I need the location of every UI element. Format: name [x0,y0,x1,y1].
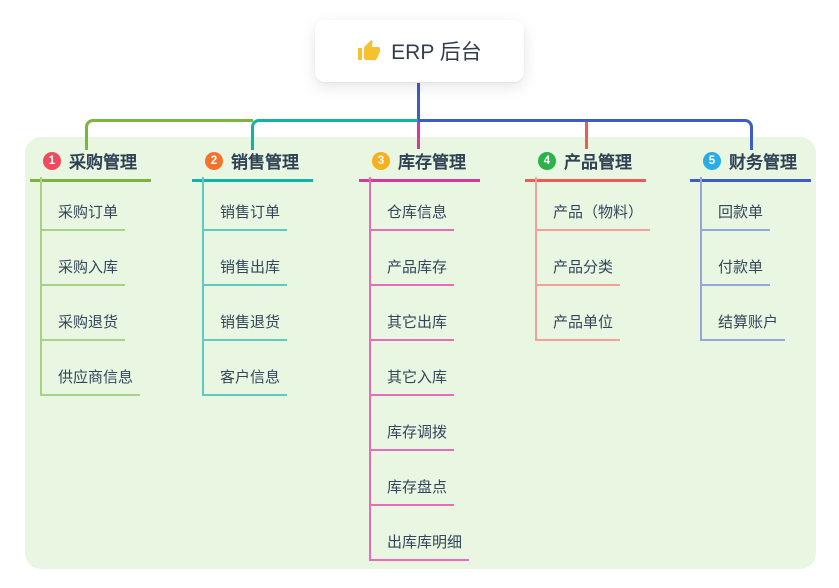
child-node[interactable]: 销售退货 [202,306,288,341]
branch-number-badge: 1 [43,151,61,170]
child-node[interactable]: 产品库存 [369,251,455,286]
child-node[interactable]: 供应商信息 [40,361,141,396]
child-node[interactable]: 出库库明细 [369,526,470,561]
branch-2: 2 销售管理销售订单销售出库销售退货客户信息 [192,148,313,396]
branch-number-badge: 4 [538,151,556,170]
child-node[interactable]: 结算账户 [700,306,786,341]
child-node[interactable]: 回款单 [700,196,771,231]
branch-connector-line-1 [85,119,253,150]
branch-label: 财务管理 [729,153,797,172]
thumbs-up-icon [358,40,381,60]
branch-children-connector [40,177,42,396]
child-node[interactable]: 采购订单 [40,196,126,231]
root-title: ERP 后台 [391,41,482,64]
branch-number-badge: 3 [372,151,390,170]
child-node[interactable]: 其它入库 [369,361,455,396]
child-node[interactable]: 采购入库 [40,251,126,286]
branch-number-badge: 5 [703,151,721,170]
child-node[interactable]: 仓库信息 [369,196,455,231]
branch-node-4[interactable]: 4 产品管理 [525,148,646,182]
branch-label: 销售管理 [231,153,299,172]
branch-4: 4 产品管理产品（物料） 产品分类产品单位 [525,148,651,341]
branch-connector-line-5 [418,119,753,150]
branch-node-1[interactable]: 1 采购管理 [30,148,151,182]
child-node[interactable]: 销售订单 [202,196,288,231]
mindmap-board [25,137,816,569]
branch-label: 产品管理 [564,153,632,172]
branch-children-connector [700,177,702,341]
branch-5: 5 财务管理回款单付款单结算账户 [690,148,811,341]
child-node[interactable]: 采购退货 [40,306,126,341]
root-connector-line [417,83,420,122]
branch-connector-line-2 [251,119,419,150]
branch-1: 1 采购管理采购订单采购入库采购退货供应商信息 [30,148,151,396]
branch-children-connector [369,177,371,561]
child-node[interactable]: 销售出库 [202,251,288,286]
branch-connector-line-4 [585,121,588,149]
branch-label: 库存管理 [398,153,466,172]
branch-label: 采购管理 [69,153,137,172]
branch-node-5[interactable]: 5 财务管理 [690,148,811,182]
branch-children-connector [202,177,204,396]
child-node[interactable]: 库存调拨 [369,416,455,451]
branch-node-3[interactable]: 3 库存管理 [359,148,480,182]
child-node[interactable]: 其它出库 [369,306,455,341]
branch-children-connector [535,177,537,341]
child-node[interactable]: 客户信息 [202,361,288,396]
branch-3: 3 库存管理仓库信息产品库存其它出库其它入库库存调拨库存盘点出库库明细 [359,148,480,561]
branch-connector-line-3 [417,121,420,149]
child-node[interactable]: 产品分类 [535,251,621,286]
root-node[interactable]: ERP 后台 [315,20,524,82]
child-node[interactable]: 库存盘点 [369,471,455,506]
branch-number-badge: 2 [205,151,223,170]
child-node[interactable]: 产品（物料） [535,196,651,231]
child-node[interactable]: 产品单位 [535,306,621,341]
branch-node-2[interactable]: 2 销售管理 [192,148,313,182]
child-node[interactable]: 付款单 [700,251,771,286]
